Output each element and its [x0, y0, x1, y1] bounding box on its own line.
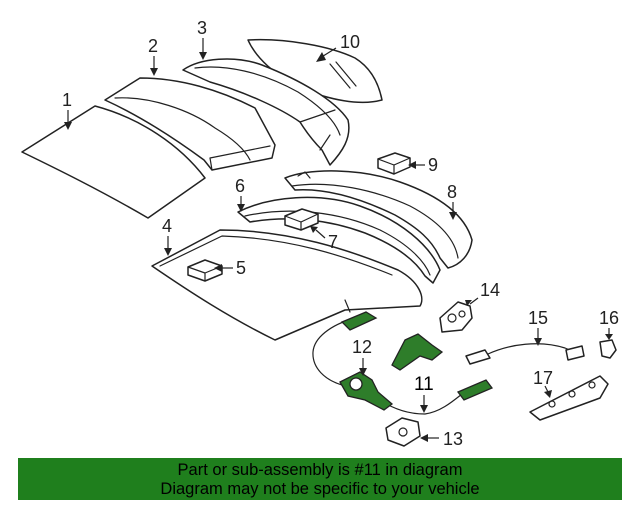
part-17-bracket[interactable] [529, 375, 609, 421]
part-13-latch[interactable] [385, 417, 421, 447]
callout-12[interactable]: 12 [352, 337, 372, 357]
callout-6[interactable]: 6 [235, 176, 245, 196]
info-banner: Part or sub-assembly is #11 in diagram D… [18, 458, 622, 500]
part-8-rear-frame[interactable] [284, 170, 473, 269]
part-14-bracket[interactable] [439, 301, 473, 333]
part-7-pad[interactable] [284, 208, 319, 231]
part-16-clip[interactable] [599, 339, 617, 359]
part-15-cable[interactable] [465, 343, 585, 365]
callout-numbers: 1 2 3 4 5 6 7 8 9 10 11 12 13 14 15 16 1… [62, 18, 619, 449]
part-11-mechanism[interactable] [312, 311, 494, 415]
callout-14[interactable]: 14 [480, 280, 500, 300]
callout-10[interactable]: 10 [340, 32, 360, 52]
part-9-pad[interactable] [377, 152, 411, 175]
banner-line-2: Diagram may not be specific to your vehi… [160, 480, 480, 498]
part-5-pad[interactable] [187, 259, 223, 282]
callout-8[interactable]: 8 [447, 182, 457, 202]
callout-15[interactable]: 15 [528, 308, 548, 328]
part-4-headliner[interactable] [151, 229, 423, 341]
callout-3[interactable]: 3 [197, 18, 207, 38]
part-3-rear-section[interactable] [182, 58, 350, 166]
callout-1[interactable]: 1 [62, 90, 72, 110]
callout-11[interactable]: 11 [414, 374, 434, 395]
callout-7[interactable]: 7 [328, 232, 338, 252]
callout-4[interactable]: 4 [162, 216, 172, 236]
leader-lines [64, 38, 613, 442]
callout-9[interactable]: 9 [428, 155, 438, 175]
callout-17[interactable]: 17 [533, 368, 553, 388]
part-2-mid-panel[interactable] [104, 77, 276, 171]
banner-line-1: Part or sub-assembly is #11 in diagram [177, 461, 463, 479]
callout-5[interactable]: 5 [236, 258, 246, 278]
part-1-front-panel[interactable] [21, 105, 206, 219]
parts-diagram: 1 2 3 4 5 6 7 8 9 10 11 12 13 14 15 16 1… [21, 18, 619, 449]
callout-16[interactable]: 16 [599, 308, 619, 328]
callout-2[interactable]: 2 [148, 36, 158, 56]
callout-13[interactable]: 13 [443, 429, 463, 449]
